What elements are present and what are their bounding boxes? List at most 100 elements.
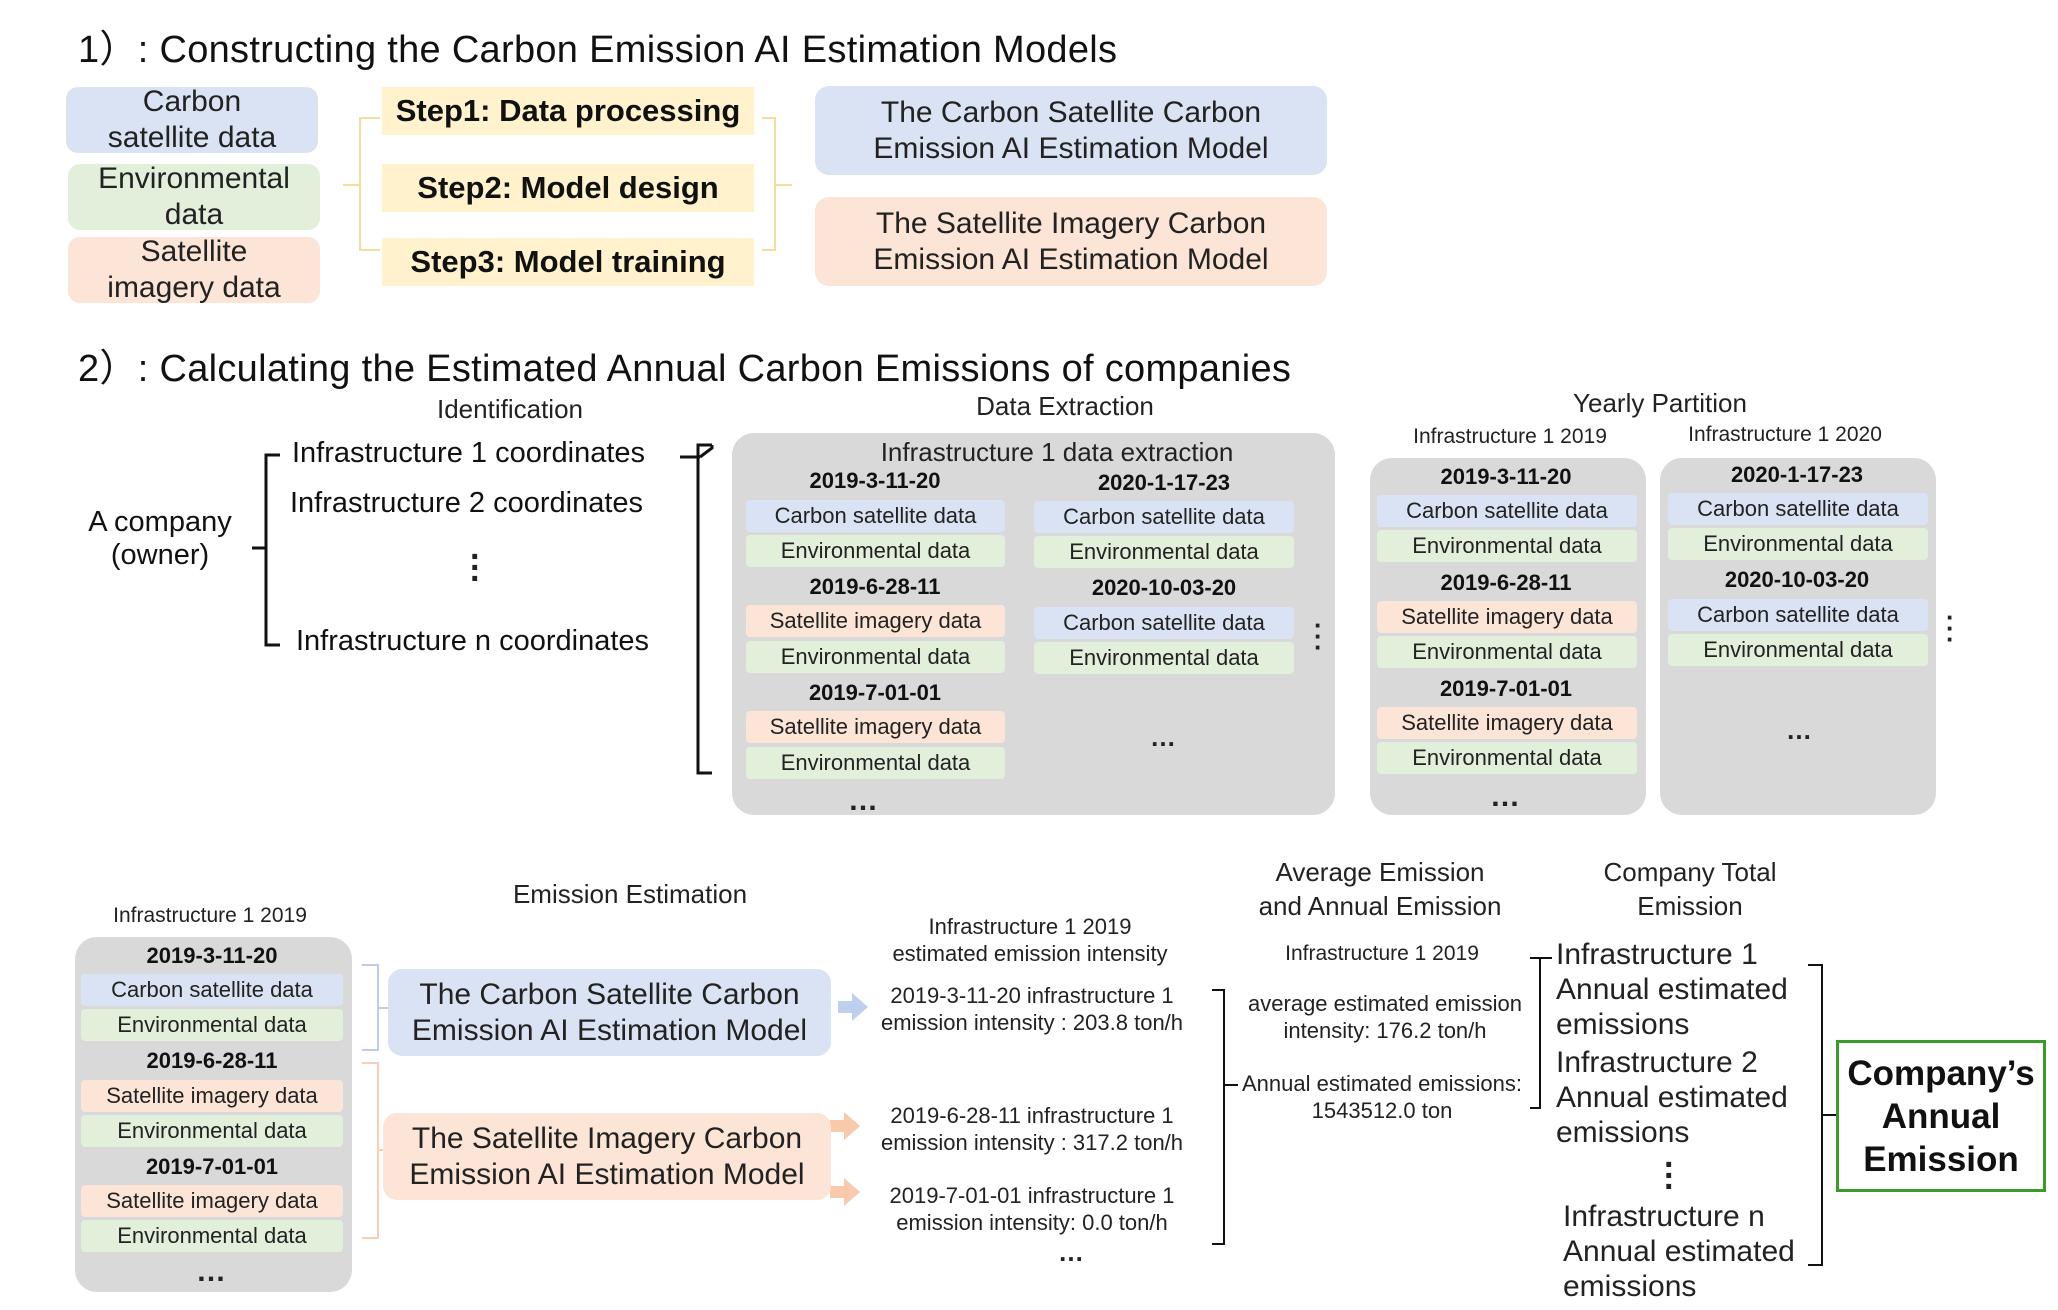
vertical-ellipsis: ··· bbox=[1314, 610, 1323, 662]
chip-environmental: Environmental data bbox=[1668, 528, 1928, 560]
intensity-item: 2019-3-11-20 infrastructure 1 emission i… bbox=[862, 982, 1202, 1036]
chip-satellite-imagery: Satellite imagery data bbox=[1377, 601, 1637, 633]
total-header-line: Company Total bbox=[1603, 857, 1777, 887]
date-label: 2019-3-11-20 bbox=[1440, 464, 1572, 489]
result-line: Annual bbox=[1881, 1096, 2001, 1136]
total-line: Annual estimated bbox=[1556, 973, 1788, 1006]
annual-line: Annual estimated emissions: bbox=[1241, 1071, 1523, 1096]
carbon-group-bracket bbox=[362, 964, 379, 1051]
average-infra-label: Infrastructure 1 2019 bbox=[1285, 942, 1479, 965]
extraction-header: Data Extraction bbox=[976, 391, 1154, 421]
model-line: The Carbon Satellite Carbon bbox=[880, 95, 1262, 129]
total-infran: Infrastructure n Annual estimated emissi… bbox=[1563, 1199, 1795, 1304]
chip-satellite-imagery: Satellite imagery data bbox=[746, 711, 1005, 743]
vertical-ellipsis: ··· bbox=[1664, 1146, 1676, 1206]
average-header-line: and Annual Emission bbox=[1258, 891, 1502, 921]
total-line: Infrastructure n bbox=[1563, 1200, 1765, 1233]
step1-box: Step1: Data processing bbox=[382, 87, 754, 135]
total-header: Company Total Emission bbox=[1540, 855, 1840, 923]
intensity-header-line: Infrastructure 1 2019 bbox=[928, 914, 1132, 939]
total-infra2: Infrastructure 2 Annual estimated emissi… bbox=[1556, 1045, 1788, 1150]
result-line: Company’s bbox=[1847, 1053, 2035, 1093]
identification-header: Identification bbox=[437, 394, 583, 424]
date-label: 2019-7-01-01 bbox=[1439, 676, 1573, 701]
source-line: Environmental bbox=[98, 162, 290, 195]
intensity-line: emission intensity: 0.0 ton/h bbox=[896, 1210, 1168, 1235]
more-ellipsis: … bbox=[1058, 1237, 1086, 1267]
average-header: Average Emission and Annual Emission bbox=[1230, 855, 1530, 923]
intensity-header-line: estimated emission intensity bbox=[892, 941, 1168, 966]
more-ellipsis: … bbox=[1150, 722, 1178, 752]
total-line: Annual estimated bbox=[1556, 1081, 1788, 1114]
chip-environmental: Environmental data bbox=[1034, 536, 1294, 568]
total-line: emissions bbox=[1563, 1270, 1697, 1303]
chip-carbon-satellite: Carbon satellite data bbox=[746, 500, 1005, 532]
section2-title: 2）: Calculating the Estimated Annual Car… bbox=[78, 348, 1292, 390]
company-owner-label: A company (owner) bbox=[80, 506, 240, 572]
date-label: 2019-3-11-20 bbox=[809, 468, 941, 493]
date-label: 2019-6-28-11 bbox=[809, 574, 941, 599]
chip-carbon-satellite: Carbon satellite data bbox=[1377, 495, 1637, 527]
total-infra1: Infrastructure 1 Annual estimated emissi… bbox=[1556, 937, 1788, 1042]
source-line: Satellite bbox=[140, 235, 248, 268]
vertical-ellipsis: ··· bbox=[470, 538, 482, 598]
imagery-group-bracket bbox=[362, 1062, 379, 1239]
infran-coordinates: Infrastructure n coordinates bbox=[296, 625, 650, 657]
model-line: Emission AI Estimation Model bbox=[411, 1013, 808, 1047]
chip-environmental: Environmental data bbox=[1377, 742, 1637, 774]
more-ellipsis: … bbox=[1490, 780, 1522, 813]
chip-carbon-satellite: Carbon satellite data bbox=[1668, 493, 1928, 525]
model-line: The Carbon Satellite Carbon bbox=[419, 977, 800, 1011]
total-line: Infrastructure 1 bbox=[1556, 938, 1758, 971]
intensity-line: 2019-7-01-01 infrastructure 1 bbox=[889, 1183, 1175, 1208]
infra2-coordinates: Infrastructure 2 coordinates bbox=[290, 487, 644, 519]
company-line: A company bbox=[88, 506, 232, 538]
more-ellipsis: … bbox=[848, 784, 880, 817]
chip-satellite-imagery: Satellite imagery data bbox=[81, 1080, 343, 1112]
chip-carbon-satellite: Carbon satellite data bbox=[81, 974, 343, 1006]
date-label: 2020-1-17-23 bbox=[1097, 470, 1231, 495]
section1-title: 1）: Constructing the Carbon Emission AI … bbox=[78, 29, 1118, 71]
extraction-panel-title: Infrastructure 1 data extraction bbox=[880, 437, 1234, 467]
total-line: emissions bbox=[1556, 1116, 1690, 1149]
estimation-header: Emission Estimation bbox=[512, 879, 748, 909]
source-line: data bbox=[164, 198, 224, 231]
intensity-bracket bbox=[1212, 989, 1225, 1245]
model-line: Emission AI Estimation Model bbox=[409, 1157, 805, 1191]
estimation-panel-label: Infrastructure 1 2019 bbox=[113, 904, 307, 927]
model-line: Emission AI Estimation Model bbox=[873, 242, 1269, 276]
intensity-line: emission intensity : 317.2 ton/h bbox=[880, 1130, 1184, 1155]
chip-environmental: Environmental data bbox=[746, 747, 1005, 779]
steps-right-bracket bbox=[762, 117, 776, 251]
chip-environmental: Environmental data bbox=[1377, 530, 1637, 562]
chip-environmental: Environmental data bbox=[81, 1220, 343, 1252]
intensity-line: 2019-6-28-11 infrastructure 1 bbox=[890, 1103, 1174, 1128]
company-line: (owner) bbox=[110, 539, 210, 571]
chip-environmental: Environmental data bbox=[1034, 642, 1294, 674]
step3-box: Step3: Model training bbox=[382, 238, 754, 286]
chip-carbon-satellite: Carbon satellite data bbox=[1034, 501, 1294, 533]
source-line: imagery data bbox=[107, 271, 281, 304]
arrow-imagery-2 bbox=[830, 1178, 860, 1206]
arrow-carbon bbox=[838, 993, 868, 1021]
chip-environmental: Environmental data bbox=[1668, 634, 1928, 666]
date-label: 2020-10-03-20 bbox=[1091, 575, 1237, 600]
date-label: 2019-6-28-11 bbox=[1440, 570, 1572, 595]
chip-satellite-imagery: Satellite imagery data bbox=[81, 1185, 343, 1217]
more-ellipsis: … bbox=[196, 1255, 228, 1288]
arrow-imagery-1 bbox=[830, 1112, 860, 1140]
chip-environmental: Environmental data bbox=[81, 1115, 343, 1147]
total-line: emissions bbox=[1556, 1008, 1690, 1041]
annual-emission: Annual estimated emissions: 1543512.0 to… bbox=[1232, 1070, 1532, 1124]
average-intensity: average estimated emission intensity: 17… bbox=[1235, 990, 1535, 1044]
vertical-ellipsis: ··· bbox=[1946, 602, 1955, 654]
chip-environmental: Environmental data bbox=[746, 535, 1005, 567]
chip-environmental: Environmental data bbox=[746, 641, 1005, 673]
total-header-line: Emission bbox=[1637, 891, 1743, 921]
